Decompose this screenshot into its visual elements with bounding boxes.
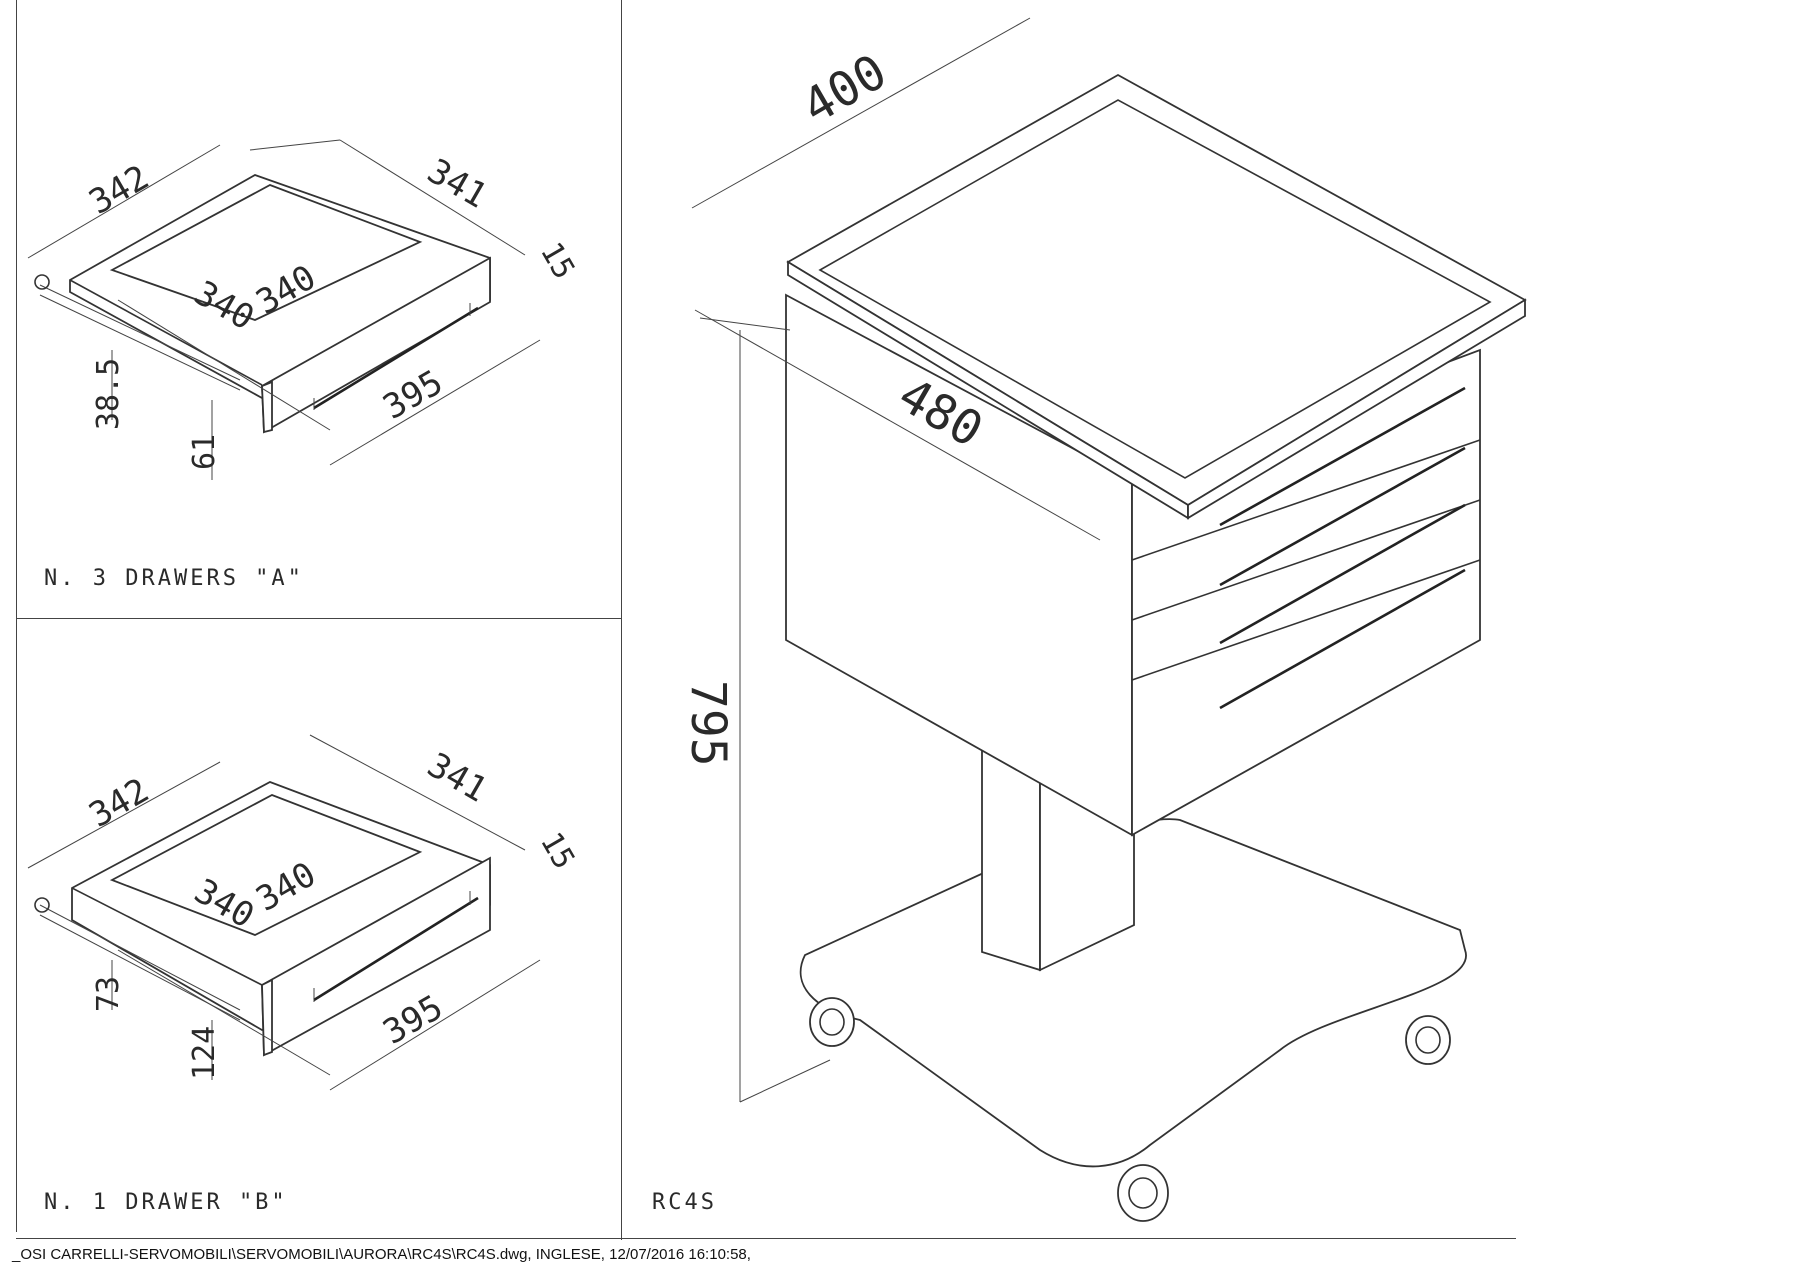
drawer-b-dim-depth: 341 — [421, 745, 494, 810]
drawer-b-drawing — [27, 734, 541, 1091]
drawer-a-dim-front-thk: 15 — [533, 237, 581, 286]
drawer-a-dim-front-len: 395 — [377, 362, 450, 427]
drawers-a-label: N. 3 DRAWERS "A" — [44, 566, 304, 591]
drawer-b-dim-inner-h: 73 — [91, 976, 126, 1012]
drawer-a-drawing — [27, 139, 541, 480]
cart-model-label: RC4S — [652, 1190, 717, 1215]
file-path-footer: _OSI CARRELLI-SERVOMOBILI\SERVOMOBILI\AU… — [12, 1246, 751, 1263]
cart-dim-top-width: 400 — [793, 44, 896, 136]
drawer-b-dim-front-len: 395 — [377, 987, 450, 1052]
drawer-a-dim-width: 342 — [83, 157, 156, 222]
drawer-a-dim-front-h: 61 — [187, 434, 222, 470]
left-panel-border — [16, 0, 17, 1232]
drawer-b-dim-front-h: 124 — [187, 1026, 222, 1080]
drawer-b-label: N. 1 DRAWER "B" — [44, 1190, 288, 1215]
panel-divider-vertical — [621, 0, 622, 1240]
drawer-a-dim-inner-h: 38.5 — [91, 358, 126, 430]
drawer-b-dim-front-thk: 15 — [533, 827, 581, 876]
footer-rule — [16, 1238, 1516, 1239]
drawer-a-dim-depth: 341 — [421, 151, 494, 216]
panel-divider-horizontal — [16, 618, 621, 619]
drawer-b-dim-width: 342 — [83, 770, 156, 835]
cart-drawing — [691, 17, 1527, 1222]
cart-dim-height: 795 — [680, 680, 736, 767]
